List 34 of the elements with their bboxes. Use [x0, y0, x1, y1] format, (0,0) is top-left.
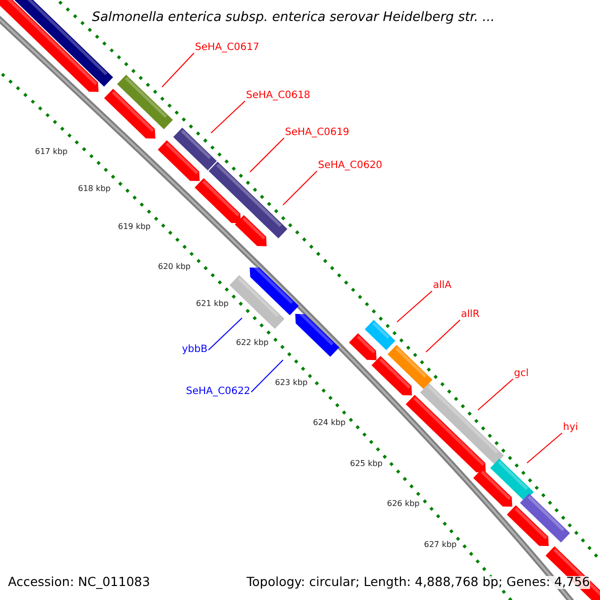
leader-line [250, 138, 284, 172]
gene-label: gcl [514, 369, 529, 379]
gene-label: SeHA_C0617 [195, 43, 260, 53]
gene-label: allR [461, 310, 480, 320]
tick-label: 622 kbp [236, 339, 269, 347]
gene-label: hyi [563, 423, 578, 433]
gene-label: allA [433, 281, 452, 291]
gene-label: SeHA_C0620 [318, 161, 382, 171]
leader-line [426, 320, 460, 352]
leader-line [282, 170, 318, 206]
leader-line [210, 100, 246, 134]
map-title: Salmonella enterica subsp. enterica serovar Heidelberg str. ... [92, 11, 495, 24]
tick-label: 619 kbp [118, 223, 151, 231]
tick-label: 623 kbp [275, 379, 308, 387]
leader-line [478, 378, 514, 410]
tick-label: 617 kbp [35, 148, 68, 156]
leader-line [526, 432, 562, 464]
tick-label: 624 kbp [313, 419, 346, 427]
gene-label: SeHA_C0622 [186, 387, 250, 397]
accession-text: Accession: NC_011083 [8, 576, 150, 588]
tick-label: 618 kbp [78, 185, 111, 193]
tick-label: 621 kbp [196, 300, 229, 308]
genome-info-text: Topology: circular; Length: 4,888,768 bp; Genes: 4,756 [246, 576, 590, 588]
tick-label: 620 kbp [158, 263, 191, 271]
leader-line [162, 52, 194, 88]
tick-label: 627 kbp [424, 541, 457, 549]
gene-label: SeHA_C0618 [246, 91, 310, 101]
tick-label: 625 kbp [350, 460, 383, 468]
leader-line [208, 318, 242, 350]
leader-line [396, 290, 432, 322]
leader-line [250, 360, 284, 392]
gene-label: SeHA_C0619 [285, 128, 350, 138]
gene-label: ybbB [182, 345, 208, 355]
tick-label: 626 kbp [387, 500, 420, 508]
